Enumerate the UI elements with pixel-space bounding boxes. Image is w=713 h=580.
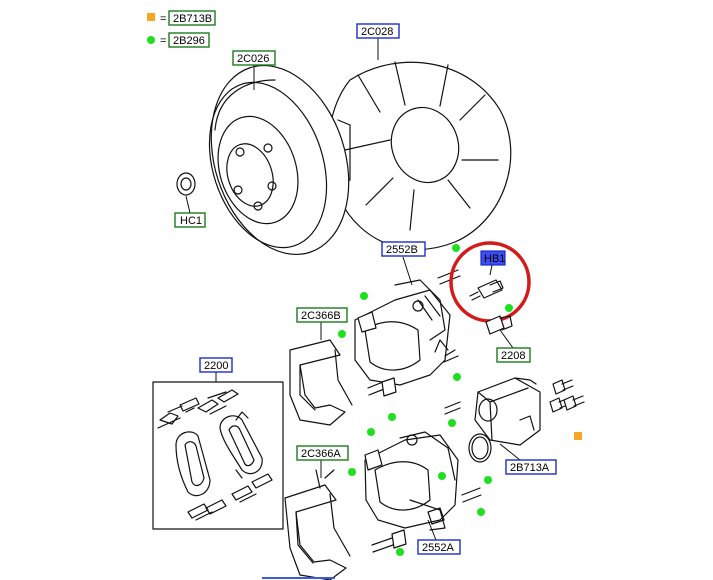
label-box-seal: [174, 212, 206, 228]
label-box-motor: [505, 459, 557, 475]
grease-dot: [360, 292, 368, 300]
grease-dot: [438, 472, 446, 480]
legend-dot-code: 2B296: [173, 35, 205, 47]
caliper-upper: [354, 279, 451, 386]
grease-dot: [348, 468, 356, 476]
park-brake-motor: [474, 377, 541, 446]
grease-dot: [396, 548, 404, 556]
legend-square-box: [168, 10, 216, 26]
grease-dot: [448, 419, 456, 427]
legend-dot-swatch: [147, 36, 155, 44]
bracket-upper: [289, 339, 353, 426]
pads-kit-box: [152, 381, 284, 530]
caliper-lower: [364, 431, 459, 531]
label-bleeder: 2208: [501, 350, 525, 362]
seal: [176, 172, 196, 196]
svg-text:=: =: [160, 13, 166, 25]
label-bracket-upper: 2C366B: [301, 310, 341, 322]
motor-screws: [549, 379, 585, 440]
legend-square-swatch: [147, 13, 155, 21]
label-box-bracket-lower: [296, 445, 349, 461]
brake-disc: [208, 64, 350, 256]
label-box-bolt-highlight: [480, 250, 506, 266]
grease-dot: [452, 244, 460, 252]
legend: = 2B713B = 2B296: [147, 10, 216, 48]
label-box-pads: [199, 357, 233, 373]
label-box-disc: [232, 50, 276, 66]
grease-dot: [505, 304, 513, 312]
label-bracket-lower: 2C366A: [301, 448, 341, 460]
bolt-highlight: HB1: [449, 241, 531, 323]
label-box-bleeder: [496, 347, 531, 363]
grease-dot: [367, 428, 375, 436]
grease-dot: [388, 413, 396, 421]
grease-dot: [484, 476, 492, 484]
label-motor: 2B713A: [510, 462, 550, 474]
label-caliper-lower: 2552A: [422, 542, 454, 554]
grease-dot: [453, 373, 461, 381]
legend-square-code: 2B713B: [173, 13, 212, 25]
label-disc: 2C026: [237, 53, 269, 65]
label-bolt-highlight: HB1: [484, 253, 505, 265]
label-pads: 2200: [204, 360, 228, 372]
bracket-lower: [284, 469, 351, 580]
disc-shield: [327, 61, 512, 251]
grease-dot: [338, 330, 346, 338]
label-box-caliper-upper: [381, 241, 426, 257]
threadlock-square: [574, 432, 582, 440]
label-disc-shield: 2C028: [361, 26, 393, 38]
label-box-caliper-lower: [417, 539, 461, 555]
label-seal: HC1: [180, 215, 202, 227]
label-caliper-upper: 2552B: [386, 244, 418, 256]
grease-dot: [477, 508, 485, 516]
label-box-bracket-upper: [296, 307, 348, 323]
o-ring: [468, 433, 492, 463]
svg-text:=: =: [160, 35, 166, 47]
bleeder: [485, 304, 513, 335]
label-box-disc-shield: [356, 23, 400, 39]
brake-pads-kit: 2200: [152, 357, 284, 530]
legend-dot-box: [168, 32, 210, 48]
